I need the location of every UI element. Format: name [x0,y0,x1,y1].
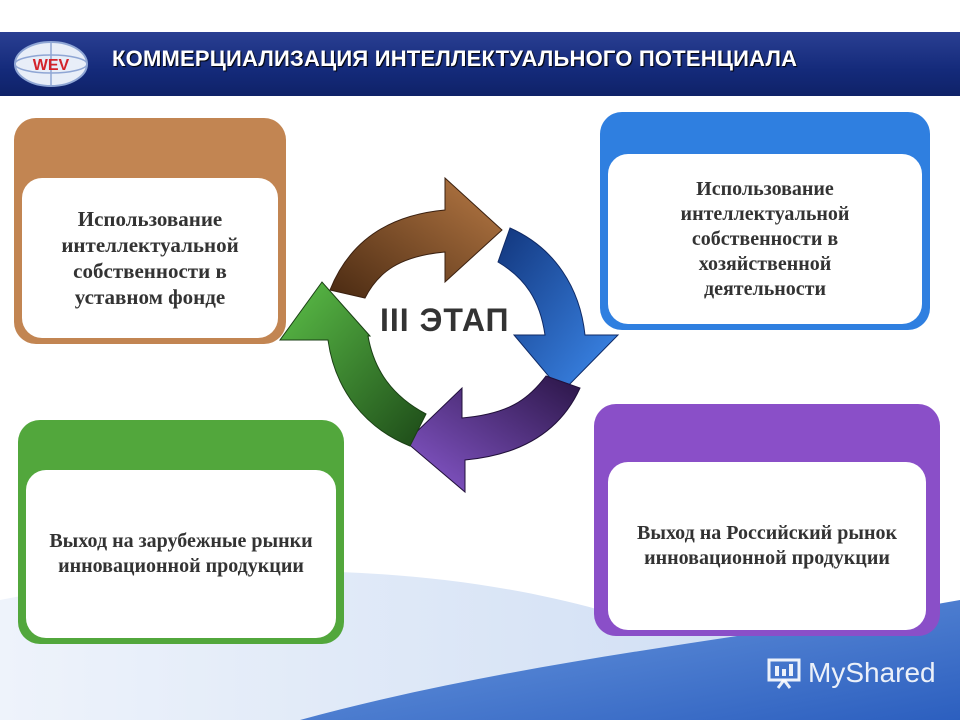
card-bottom-left-text: Выход на зарубежные рынки инновационной … [49,530,313,577]
card-top-left: Использование интеллектуальной собственн… [14,118,286,344]
watermark-text: MyShared [808,657,936,688]
stage-label: III ЭТАП [380,302,510,338]
logo: WEV [14,41,88,87]
arrow-brown [329,176,503,299]
arrow-purple [405,375,581,494]
card-bottom-right-text: Выход на Российский рынок инновационной … [636,522,897,569]
card-top-left-text: Использование интеллектуальной собственн… [61,207,239,309]
page-title: КОММЕРЦИАЛИЗАЦИЯ ИНТЕЛЛЕКТУАЛЬНОГО ПОТЕН… [112,46,798,71]
arrow-blue [497,227,620,393]
cycle-arrows [279,176,620,494]
header-bar [0,32,960,96]
logo-text: WEV [33,57,70,74]
watermark: MyShared [766,656,936,690]
card-top-right-text: Использование интеллектуальной собственн… [680,177,850,300]
card-bottom-right: Выход на Российский рынок инновационной … [594,404,940,636]
card-bottom-left: Выход на зарубежные рынки инновационной … [18,420,344,644]
card-top-right: Использование интеллектуальной собственн… [600,112,930,330]
presentation-icon [767,658,801,689]
arrow-green [279,281,427,447]
